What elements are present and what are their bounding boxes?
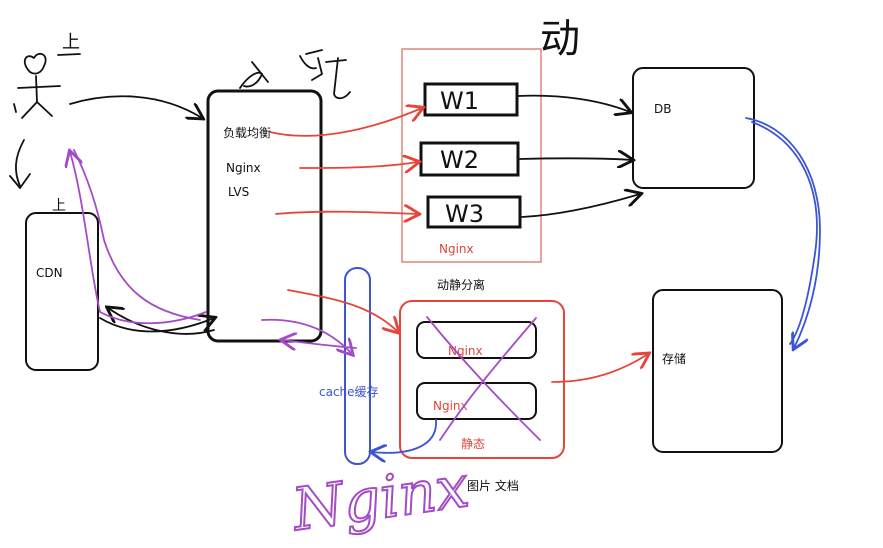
dynamic-nginx-label: Nginx [439,242,474,256]
lb-to-w3-arrow [275,212,418,214]
dynamic-hand-label: 动 [540,16,580,62]
purple-scribble-label: Nginx [287,452,473,544]
w3-label: W3 [445,200,484,228]
w3-box [426,195,522,229]
dynamic-group-box [401,48,542,263]
dynamic-static-separation-label: 动静分离 [437,277,485,292]
w1-box [423,82,519,117]
static-label: 静态 [461,437,485,451]
cdn-up-label: 上 [52,198,66,214]
purple-nginx-scribble: Nginx [286,451,474,545]
db-box [632,67,755,189]
cache-box [344,267,371,465]
lb-to-w2-arrow [299,162,418,168]
lb-title: 负载均衡 [223,126,271,140]
static-nginx-top-label: Nginx [448,344,483,358]
w2-to-db-arrow [519,158,632,160]
w2-box [419,141,520,177]
static-to-storage-arrow [551,354,648,383]
static-to-cache-arrow [372,419,437,453]
lb-nginx-label: Nginx [226,161,261,175]
cache-to-lb-arrow [282,340,357,348]
lb-lvs-label: LVS [228,185,249,199]
lb-to-static-arrow [287,289,398,332]
user-up-underline [57,53,81,56]
storage-label: 存储 [662,351,686,366]
user-down-arrow [15,139,25,187]
w1-label: W1 [440,87,479,115]
user-up-label: 上 [62,32,80,53]
static-group-box [399,300,565,459]
db-to-storage-arrow [745,117,821,348]
static-cross-stroke-1 [426,316,541,441]
w3-to-db-arrow [521,194,640,218]
w1-to-db-arrow [517,94,630,112]
static-cross-stroke-2 [439,317,537,441]
lb-to-w1-arrow [269,108,422,137]
cdn-label: CDN [36,266,63,280]
user-to-lb-arrow [69,95,202,118]
user-figure [13,52,61,119]
static-nginx-bottom-box [416,382,537,420]
cache-label: cache缓存 [319,385,379,399]
return-to-user-arrow [70,152,207,325]
return-to-user-arrow-echo [73,149,201,321]
load-balancer-box [206,89,323,343]
images-docs-label: 图片 文档 [467,478,519,493]
storage-box [652,289,783,453]
db-label: DB [654,102,671,116]
static-nginx-top-box [416,321,537,359]
cdn-box [25,212,99,371]
lb-to-cdn-arrow [108,308,215,335]
lb-handwriting [239,49,351,100]
user-down-arrowhead [9,173,31,189]
w2-label: W2 [440,146,479,174]
db-to-storage-arrow-echo [751,121,818,345]
static-nginx-bottom-label: Nginx [433,399,468,413]
